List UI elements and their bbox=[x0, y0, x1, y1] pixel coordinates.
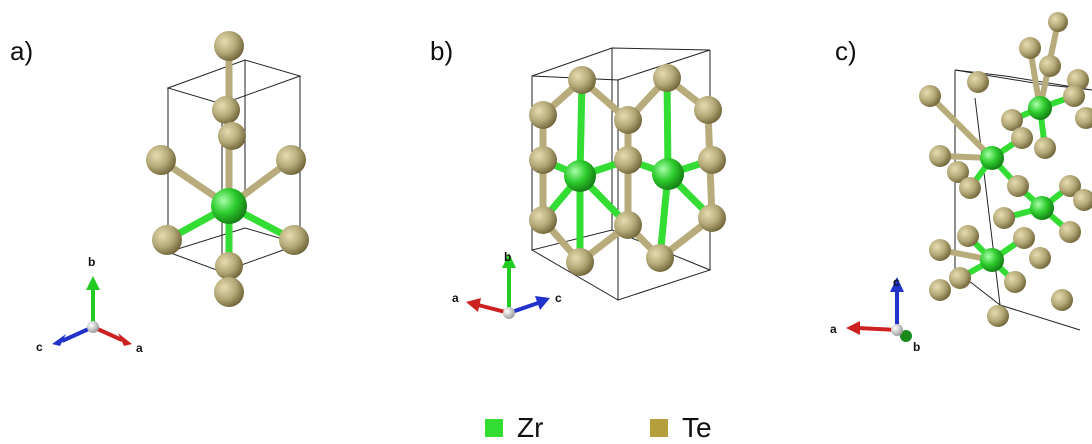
panel-b-structure bbox=[529, 47, 726, 301]
legend-item-zr: Zr bbox=[485, 412, 543, 444]
axes-triad-a bbox=[52, 276, 132, 346]
zr-atoms-b bbox=[564, 158, 684, 192]
legend-label-te: Te bbox=[682, 412, 712, 443]
legend-swatch-te bbox=[650, 419, 668, 437]
axis-c-left-label: a bbox=[830, 322, 837, 336]
panel-label-b: b) bbox=[430, 36, 454, 66]
axes-triad-c bbox=[846, 277, 912, 342]
axis-c-right-label: b bbox=[913, 340, 920, 354]
axis-b-left-label: a bbox=[452, 291, 459, 305]
panel-a-structure bbox=[146, 31, 309, 307]
axis-b-up-label: b bbox=[504, 250, 511, 264]
axis-a-up-label: b bbox=[88, 255, 95, 269]
zr-atoms-a bbox=[211, 188, 247, 224]
legend-label-zr: Zr bbox=[517, 412, 544, 443]
axis-c-up-label: c bbox=[893, 275, 900, 289]
legend-swatch-zr bbox=[485, 419, 503, 437]
te-atoms-c bbox=[919, 12, 1092, 327]
axis-a-right-label: a bbox=[136, 341, 143, 355]
panel-label-a: a) bbox=[10, 36, 34, 66]
panel-c-structure bbox=[919, 12, 1092, 331]
axes-triad-b bbox=[466, 253, 550, 319]
te-atoms-a bbox=[146, 31, 309, 307]
panel-label-c: c) bbox=[835, 36, 857, 66]
zr-atoms-c bbox=[980, 96, 1054, 272]
te-atoms-b bbox=[529, 64, 726, 276]
axis-b-right-label: c bbox=[555, 291, 562, 305]
unit-cell-c bbox=[954, 69, 1092, 331]
axis-a-left-label: c bbox=[36, 340, 43, 354]
legend-item-te: Te bbox=[650, 412, 712, 444]
